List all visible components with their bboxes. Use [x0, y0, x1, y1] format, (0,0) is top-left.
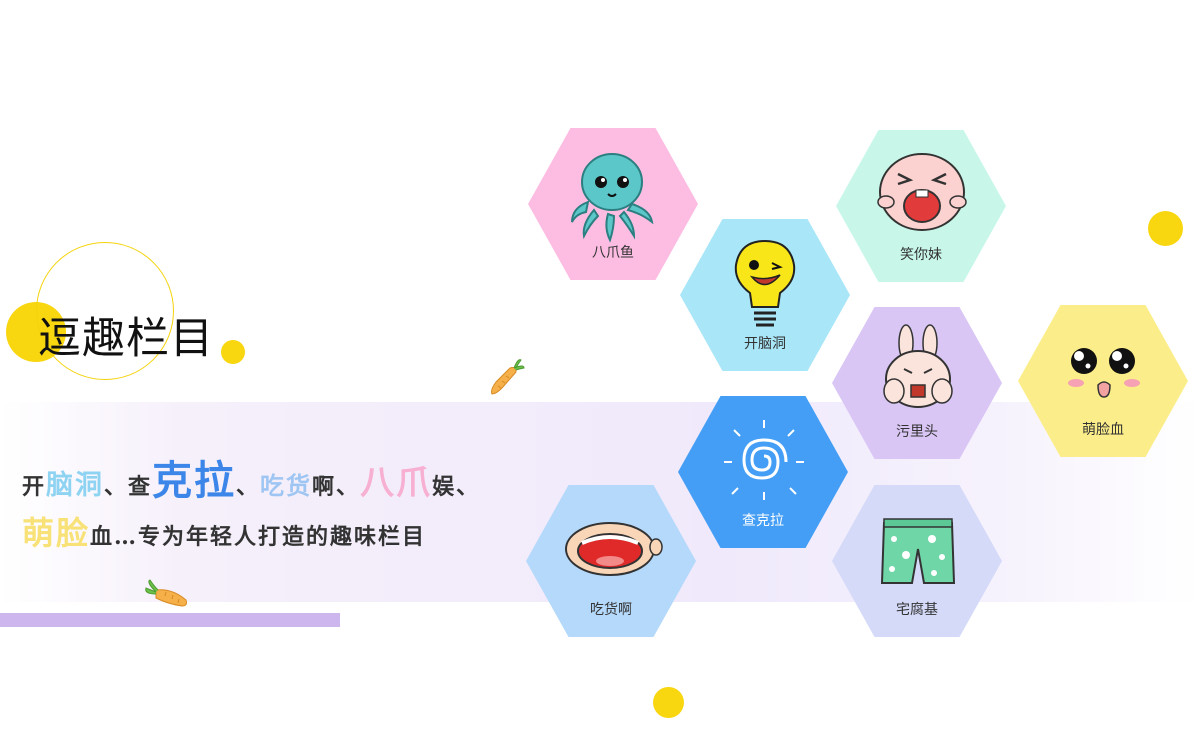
tile-label: 宅腐基 [896, 602, 938, 618]
tagline-fragment: 啊、 [312, 474, 361, 500]
tagline-highlight: 克拉 [152, 457, 237, 504]
tile-label: 查克拉 [742, 513, 784, 529]
tagline-highlight: 萌脸 [22, 514, 91, 552]
octopus-icon [571, 153, 654, 243]
tile-label: 笑你妹 [900, 247, 942, 263]
laughing-face-icon [877, 153, 967, 231]
carrot-icon [145, 579, 187, 607]
tile-label: 八爪鱼 [592, 245, 634, 261]
tagline-highlight: 八爪 [360, 463, 433, 503]
rabbit-icon [883, 324, 953, 408]
tile-lightbulb[interactable]: 开脑洞 [680, 219, 850, 371]
cute-face-icon [1068, 348, 1140, 398]
page-title: 逗趣栏目 [38, 314, 214, 364]
tile-cute-face[interactable]: 萌脸血 [1018, 305, 1188, 457]
tile-label: 萌脸血 [1082, 422, 1124, 438]
carrot-icon [491, 359, 525, 395]
lightbulb-icon [734, 239, 796, 327]
decor-dot-right [1148, 211, 1183, 246]
tagline-highlight: 脑洞 [46, 470, 105, 501]
tagline-fragment: 娱、 [432, 474, 481, 500]
accent-bar [0, 613, 340, 627]
tagline-fragment: 血…专为年轻人打造的趣味栏目 [90, 524, 427, 550]
tagline-fragment: 开 [22, 474, 47, 500]
tile-laughing-face[interactable]: 笑你妹 [836, 130, 1006, 282]
tile-label: 开脑洞 [744, 336, 786, 352]
tagline-highlight: 吃货 [260, 471, 313, 500]
tagline-fragment: 、 [236, 474, 261, 500]
decor-dot-small [221, 340, 245, 364]
tagline-line-1: 开脑洞、查克拉、吃货啊、八爪娱、 [22, 448, 480, 506]
tile-octopus[interactable]: 八爪鱼 [528, 128, 698, 280]
tagline-line-2: 萌脸血…专为年轻人打造的趣味栏目 [22, 508, 426, 554]
shorts-icon [880, 518, 956, 584]
decor-ring [36, 242, 174, 380]
tagline-fragment: 、查 [104, 474, 153, 500]
tile-label: 污里头 [896, 424, 938, 440]
tile-label: 吃货啊 [590, 602, 632, 618]
spiral-icon [724, 420, 804, 500]
decor-dot-bottom [653, 687, 684, 718]
open-mouth-face-icon [565, 522, 663, 576]
